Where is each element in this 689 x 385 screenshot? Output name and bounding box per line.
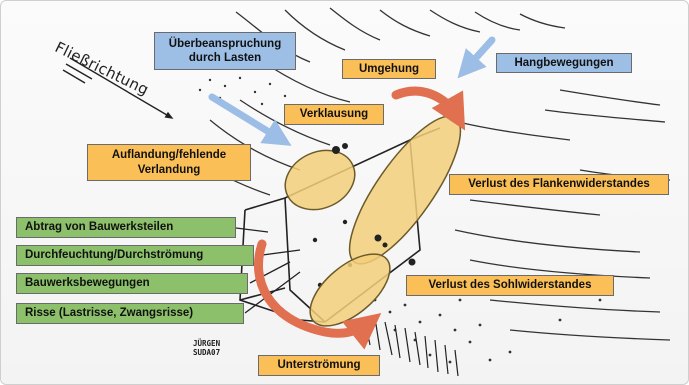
signature-line-2: SUDA07 (193, 348, 220, 357)
artist-signature: JÜRGEN SUDA07 (193, 339, 220, 357)
label-movement: Bauwerksbewegungen (16, 273, 248, 294)
slope-arrow (465, 40, 492, 70)
label-clogging: Verklausung (284, 104, 384, 125)
label-slope-movement: Hangbewegungen (496, 53, 632, 73)
signature-line-1: JÜRGEN (193, 339, 220, 348)
label-sedimentation: Auflandung/fehlende Verlandung (87, 144, 251, 181)
label-erosion: Abtrag von Bauwerksteilen (16, 217, 236, 238)
label-overload: Überbeanspruchung durch Lasten (154, 32, 296, 70)
label-bypass: Umgehung (342, 59, 436, 79)
label-underflow: Unterströmung (258, 355, 380, 376)
clogging-zone (276, 139, 365, 220)
bypass-arrow (396, 91, 458, 118)
label-seepage: Durchfeuchtung/Durchströmung (16, 245, 254, 266)
label-bed-loss: Verlust des Sohlwiderstandes (406, 275, 614, 296)
label-flank-loss: Verlust des Flankenwiderstandes (449, 174, 669, 195)
label-cracks: Risse (Lastrisse, Zwangsrisse) (16, 303, 244, 324)
